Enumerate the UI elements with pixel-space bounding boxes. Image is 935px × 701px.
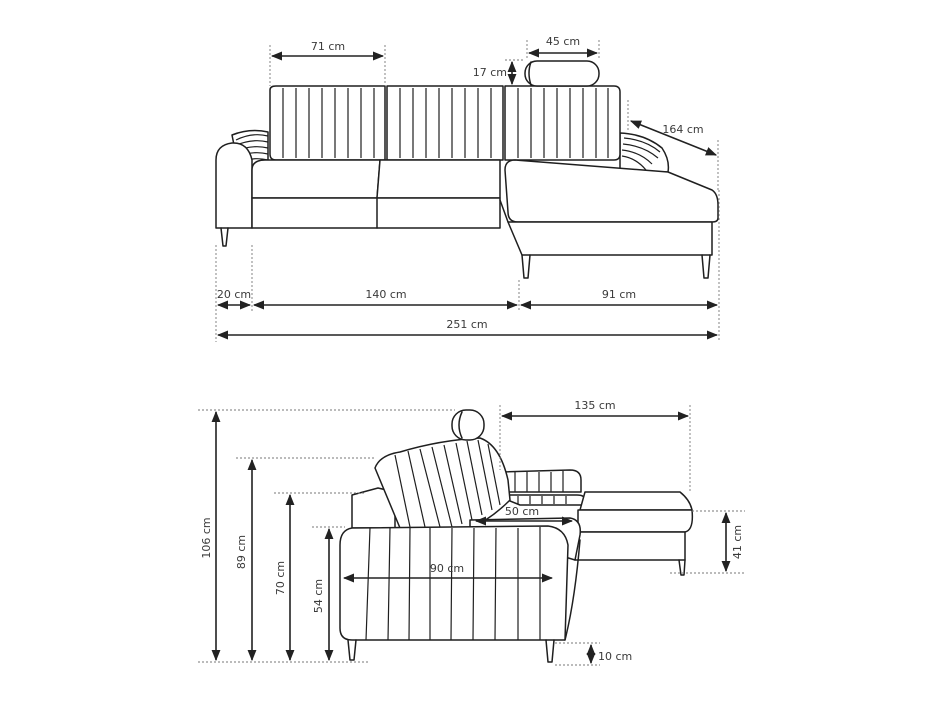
dim-seat-height: 41 cm <box>670 510 745 574</box>
headrest <box>524 60 600 87</box>
seat-cushions <box>251 159 501 229</box>
dim-headrest-height: 17 cm <box>473 59 525 86</box>
svg-text:70 cm: 70 cm <box>274 561 287 595</box>
svg-text:20 cm: 20 cm <box>217 288 251 301</box>
svg-text:54 cm: 54 cm <box>312 579 325 613</box>
dim-back-cushion-width: 71 cm <box>269 40 386 86</box>
right-armrest <box>619 132 670 173</box>
front-view: 71 cm 45 cm 17 cm 164 cm 20 cm 140 cm <box>215 35 720 342</box>
side-view: 106 cm 89 cm 70 cm 54 cm 135 cm 50 cm 90… <box>198 399 745 666</box>
svg-text:91 cm: 91 cm <box>602 288 636 301</box>
svg-text:10 cm: 10 cm <box>598 650 632 663</box>
side-armrest <box>339 525 581 663</box>
left-armrest <box>215 129 269 247</box>
svg-text:17 cm: 17 cm <box>473 66 507 79</box>
chaise <box>499 159 719 279</box>
dim-leg-height: 10 cm <box>555 642 632 666</box>
svg-text:71 cm: 71 cm <box>311 40 345 53</box>
svg-text:90 cm: 90 cm <box>430 562 464 575</box>
svg-text:89 cm: 89 cm <box>235 535 248 569</box>
svg-text:164 cm: 164 cm <box>662 123 703 136</box>
svg-text:41 cm: 41 cm <box>731 525 744 559</box>
side-chaise <box>494 469 694 576</box>
dim-seat-depth: 50 cm <box>474 505 574 526</box>
svg-text:45 cm: 45 cm <box>546 35 580 48</box>
svg-text:251 cm: 251 cm <box>446 318 487 331</box>
dim-heights: 106 cm 89 cm 70 cm 54 cm <box>198 409 455 663</box>
dim-total-depth: 90 cm <box>342 562 554 583</box>
dim-headrest-width: 45 cm <box>526 35 600 60</box>
svg-text:106 cm: 106 cm <box>200 517 213 558</box>
svg-text:50 cm: 50 cm <box>505 505 539 518</box>
svg-text:140 cm: 140 cm <box>365 288 406 301</box>
dim-bottom-widths: 20 cm 140 cm 91 cm 251 cm <box>215 190 720 342</box>
dim-chaise-length: 164 cm <box>627 100 719 190</box>
back-cushions <box>269 85 621 161</box>
side-backrest <box>374 409 511 529</box>
dim-chaise-depth: 135 cm <box>499 399 691 492</box>
svg-text:135 cm: 135 cm <box>574 399 615 412</box>
